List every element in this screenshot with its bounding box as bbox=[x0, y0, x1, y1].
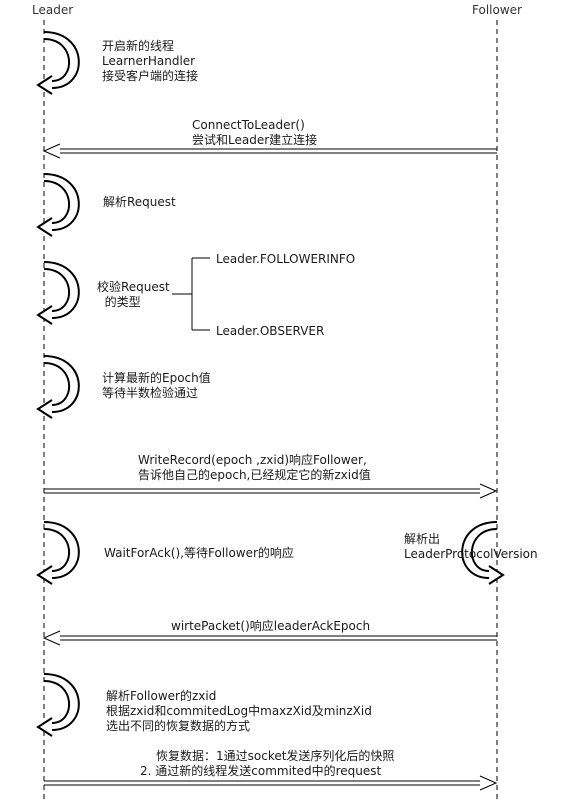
msg-recover-arrow bbox=[44, 775, 498, 791]
step-check-request-type: 校验Request 的类型 bbox=[97, 280, 170, 309]
leader-title: Leader bbox=[32, 3, 74, 17]
step-compute-epoch: 计算最新的Epoch值等待半数检验通过 bbox=[102, 371, 211, 400]
msg-ackepoch-arrow bbox=[42, 630, 497, 646]
type-followerinfo: Leader.FOLLOWERINFO bbox=[216, 252, 356, 266]
follower-title: Follower bbox=[472, 3, 522, 17]
msg-connect-arrow bbox=[42, 143, 497, 159]
type-observer: Leader.OBSERVER bbox=[216, 324, 325, 338]
step-write-packet: wirtePacket()响应leaderAckEpoch bbox=[171, 619, 371, 633]
msg-writerecord-arrow bbox=[44, 483, 498, 499]
step-connect-to-leader: ConnectToLeader()尝试和Leader建立连接 bbox=[192, 118, 318, 147]
step-parse-request: 解析Request bbox=[103, 195, 176, 209]
type-bracket bbox=[172, 257, 210, 331]
step-writerecord: WriteRecord(epoch ,zxid)响应Follower,告诉他自己… bbox=[138, 453, 371, 482]
step-wait-for-ack: WaitForAck(),等待Follower的响应 bbox=[104, 546, 294, 560]
